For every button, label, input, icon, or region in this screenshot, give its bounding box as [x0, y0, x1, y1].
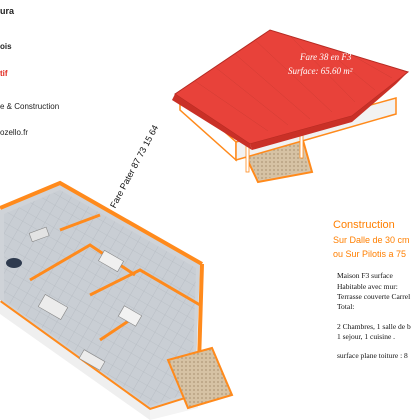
house-title: Fare 38 en F3 [300, 52, 352, 62]
spec-line-7: surface plane toiture : 8 [337, 351, 408, 360]
brand-service: e & Construction [0, 102, 60, 111]
brand-tagline: tif [0, 69, 8, 78]
construction-heading: Construction [333, 219, 395, 231]
spec-line-1: Maison F3 surface [337, 271, 393, 280]
brand-subtitle: ois [0, 42, 12, 51]
brand-email: ozello.fr [0, 128, 29, 137]
house-floor-plan [0, 180, 234, 420]
construction-option-pilotis: ou Sur Pilotis a 75 [333, 249, 407, 259]
construction-option-slab: Sur Dalle de 30 cm [333, 235, 410, 245]
house-surface: Surface: 65.60 m² [288, 66, 353, 76]
spec-line-3: Terrasse couverte Carrel [337, 292, 411, 301]
spec-line-5: 2 Chambres, 1 salle de b [337, 322, 411, 331]
house-exterior-render [172, 29, 410, 184]
spec-line-4: Total: [337, 302, 355, 311]
spec-line-2: Habitable avec mur: [337, 282, 398, 291]
brand-name: ura [0, 6, 15, 16]
spec-line-6: 1 sejour, 1 cuisine . [337, 332, 396, 341]
